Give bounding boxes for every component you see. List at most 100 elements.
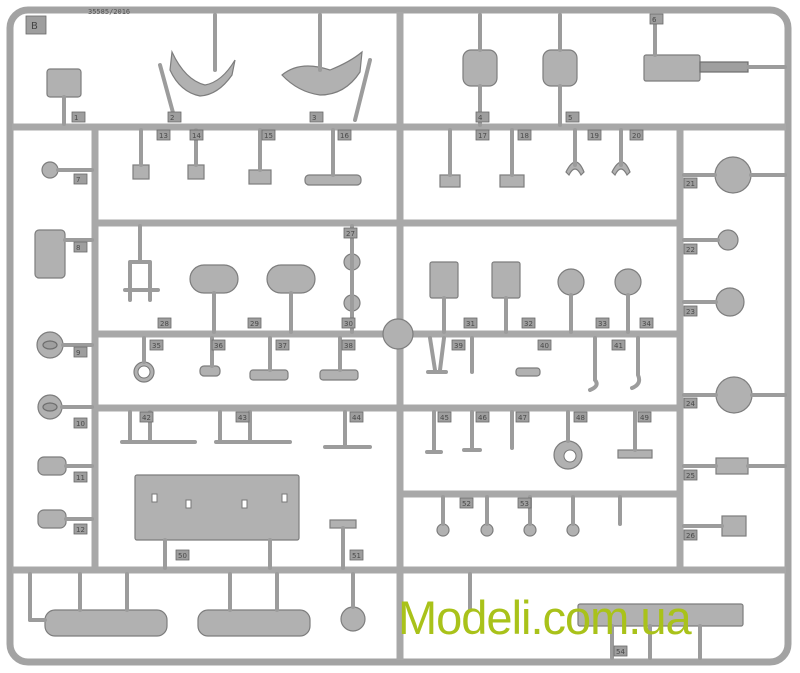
part-number-label: 16	[340, 132, 349, 140]
part-number-label: 15	[264, 132, 273, 140]
part-23	[266, 264, 316, 294]
part-11	[37, 456, 67, 476]
part-number-label: 5	[568, 114, 572, 122]
part-28	[557, 268, 585, 296]
part-19	[565, 161, 585, 177]
part-47	[134, 474, 300, 541]
part-14	[187, 164, 205, 180]
part-number-label: 21	[686, 180, 695, 188]
part-number-tab	[175, 549, 190, 561]
sprue-letter: B	[31, 21, 38, 32]
part-number-tab	[73, 523, 88, 535]
part-number-label: 10	[76, 420, 85, 428]
part-number-tab	[595, 317, 610, 329]
part-number-label: 3	[312, 114, 316, 122]
part-number-label: 24	[686, 400, 695, 408]
watermark-text: Modeli.com.ua	[398, 591, 692, 644]
part-number-tab	[341, 339, 356, 351]
part-number-label: 31	[466, 320, 475, 328]
part-27	[491, 261, 521, 299]
part-number-label: 27	[346, 230, 355, 238]
part-37	[588, 336, 599, 392]
gate	[353, 58, 372, 122]
part-number-tab	[337, 129, 352, 141]
part-number-tab	[683, 529, 698, 541]
sprue-hub	[382, 318, 414, 350]
part-number-tab	[349, 549, 364, 561]
part-30-hole	[137, 365, 151, 379]
part-number-label: 22	[686, 246, 695, 254]
part-number-label: 43	[238, 414, 247, 422]
part-number-label: 17	[478, 132, 487, 140]
part-number-tab	[683, 469, 698, 481]
part-number-tab	[73, 417, 88, 429]
part-number-label: 51	[352, 552, 361, 560]
part-number-tab	[517, 129, 532, 141]
part-number-label: 20	[632, 132, 641, 140]
part-number-tab	[189, 129, 204, 141]
part-number-label: 6	[652, 16, 657, 24]
part-6-detail	[699, 61, 749, 73]
part-number-tab	[341, 317, 356, 329]
part-number-tab	[343, 227, 358, 239]
part-43	[462, 410, 482, 452]
part-40	[214, 410, 292, 444]
part-number-tab	[156, 129, 171, 141]
part-number-tab	[149, 339, 164, 351]
part-number-tab	[247, 317, 262, 329]
part-31	[199, 365, 221, 377]
sprue-outer-frame	[6, 6, 792, 666]
part-number-label: 12	[76, 526, 85, 534]
part-number-tab	[629, 129, 644, 141]
part-number-tab	[475, 411, 490, 423]
part-number-tab	[517, 497, 532, 509]
part-39	[120, 410, 197, 444]
part-number-tab	[683, 397, 698, 409]
part-number-tab	[637, 411, 652, 423]
part-7	[41, 161, 59, 179]
part-number-label: 30	[344, 320, 353, 328]
part-number-tab	[71, 111, 86, 123]
part-number-label: 47	[518, 414, 527, 422]
part-number-tab	[459, 497, 474, 509]
part-6	[643, 54, 701, 82]
part-number-tab	[73, 471, 88, 483]
part-number-tab	[683, 305, 698, 317]
part-number-tab	[573, 411, 588, 423]
part-number-label: 25	[686, 472, 695, 480]
part-36	[515, 367, 541, 377]
part-number-label: 34	[642, 320, 651, 328]
part-54	[197, 609, 311, 637]
part-45-hole	[563, 449, 577, 463]
part-number-tab	[261, 129, 276, 141]
part-47-hole	[281, 493, 288, 503]
part-number-tab	[613, 645, 628, 657]
part-47-hole	[151, 493, 158, 503]
part-number-label: 46	[478, 414, 487, 422]
part-number-tab	[611, 339, 626, 351]
part-number-tab	[73, 173, 88, 185]
part-number-label: 29	[250, 320, 259, 328]
part-number-tab	[587, 129, 602, 141]
part-bottom-right	[577, 603, 744, 627]
part-number-tab	[463, 317, 478, 329]
part-number-tab	[639, 317, 654, 329]
part-34	[426, 336, 448, 374]
part-1	[46, 68, 82, 98]
part-21	[123, 260, 160, 302]
part-number-tab	[565, 111, 580, 123]
part-53	[44, 609, 168, 637]
part-number-label: 14	[192, 132, 201, 140]
part-15	[248, 169, 272, 185]
part-number-label: 32	[524, 320, 533, 328]
part-number-label: 28	[160, 320, 169, 328]
part-number-tab	[683, 177, 698, 189]
part-number-tab	[537, 339, 552, 351]
part-8	[34, 229, 66, 279]
part-number-label: 50	[178, 552, 187, 560]
part-number-tab	[157, 317, 172, 329]
part-41	[323, 410, 372, 449]
part-42	[425, 410, 443, 454]
part-number-label: 53	[520, 500, 529, 508]
